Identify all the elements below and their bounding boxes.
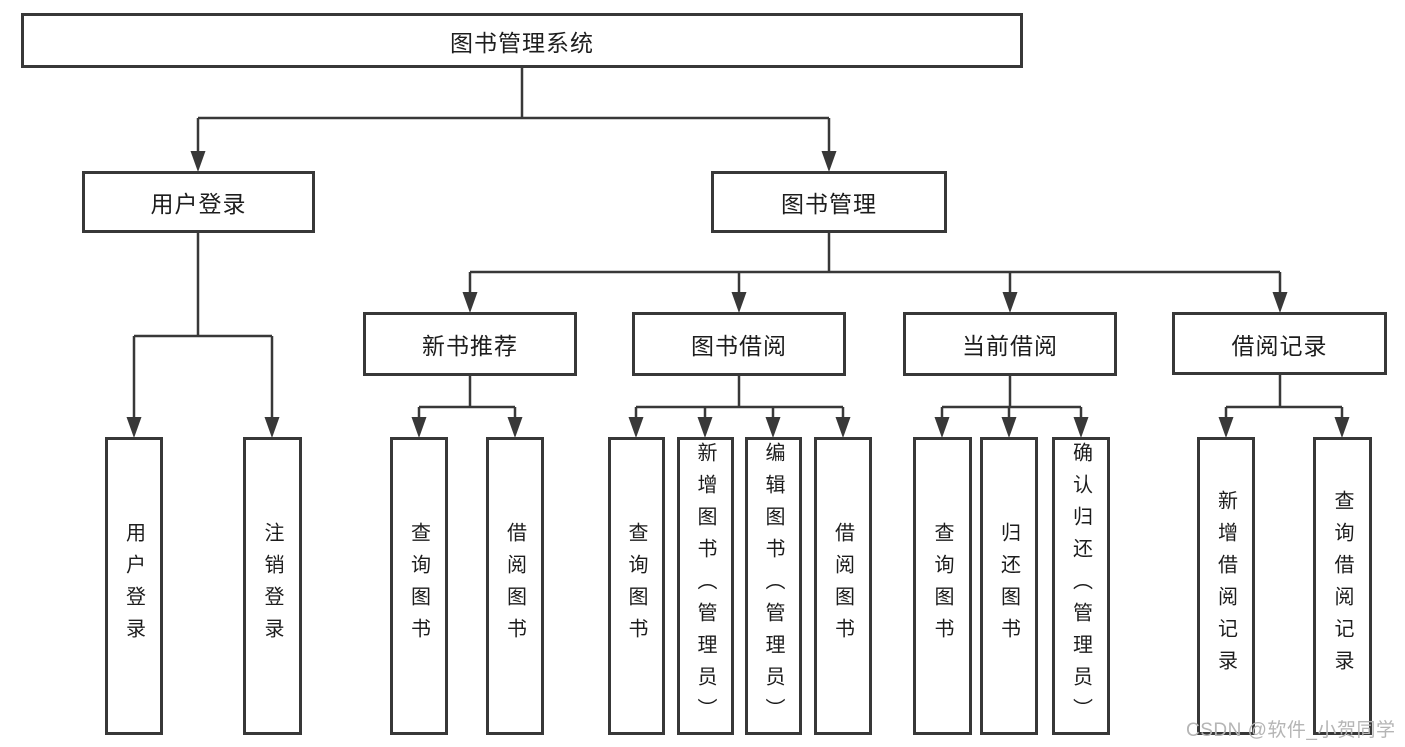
leaf-label: 编辑图书（管理员） bbox=[762, 442, 784, 730]
leaf-label: 归还图书 bbox=[997, 522, 1020, 650]
leaf-records-add-record: 新增借阅记录 bbox=[1197, 437, 1255, 735]
leaf-label: 确认归还（管理员） bbox=[1069, 442, 1092, 730]
node-current-borrow: 当前借阅 bbox=[903, 312, 1117, 376]
node-label: 图书管理系统 bbox=[450, 29, 594, 56]
node-book-management: 图书管理 bbox=[711, 171, 947, 233]
leaf-label: 借阅图书 bbox=[503, 522, 526, 650]
leaf-current-return-books: 归还图书 bbox=[980, 437, 1038, 735]
leaf-borrow-add-books-admin: 新增图书（管理员） bbox=[677, 437, 734, 735]
leaf-label: 借阅图书 bbox=[831, 522, 854, 650]
node-label: 图书管理 bbox=[781, 191, 877, 217]
leaf-label: 查询图书 bbox=[931, 522, 953, 650]
leaf-label: 用户登录 bbox=[122, 522, 145, 650]
leaf-newbooks-borrow-books: 借阅图书 bbox=[486, 437, 544, 735]
leaf-label: 查询图书 bbox=[407, 522, 430, 650]
leaf-label: 新增图书（管理员） bbox=[694, 442, 716, 730]
node-label: 借阅记录 bbox=[1231, 332, 1328, 359]
leaf-newbooks-query-books: 查询图书 bbox=[390, 437, 448, 735]
node-book-borrow: 图书借阅 bbox=[632, 312, 846, 376]
leaf-label: 查询借阅记录 bbox=[1331, 490, 1353, 682]
node-label: 用户登录 bbox=[150, 191, 247, 217]
node-label: 图书借阅 bbox=[691, 333, 787, 359]
node-root-system: 图书管理系统 bbox=[21, 13, 1023, 68]
leaf-borrow-edit-books-admin: 编辑图书（管理员） bbox=[745, 437, 802, 735]
node-new-book-recommend: 新书推荐 bbox=[363, 312, 577, 376]
leaf-label: 新增借阅记录 bbox=[1214, 490, 1237, 682]
node-label: 当前借阅 bbox=[962, 333, 1058, 359]
leaf-label: 注销登录 bbox=[261, 522, 283, 650]
leaf-borrow-borrow-books: 借阅图书 bbox=[814, 437, 872, 735]
csdn-watermark: CSDN @软件_小贺同学 bbox=[1186, 720, 1396, 741]
leaf-user-login: 用户登录 bbox=[105, 437, 163, 735]
leaf-borrow-query-books: 查询图书 bbox=[608, 437, 665, 735]
node-user-login: 用户登录 bbox=[82, 171, 315, 233]
leaf-records-query-record: 查询借阅记录 bbox=[1313, 437, 1372, 735]
leaf-logout: 注销登录 bbox=[243, 437, 302, 735]
node-label: 新书推荐 bbox=[422, 333, 518, 359]
leaf-current-confirm-return-admin: 确认归还（管理员） bbox=[1052, 437, 1110, 735]
leaf-label: 查询图书 bbox=[625, 522, 647, 650]
leaf-current-query-books: 查询图书 bbox=[913, 437, 972, 735]
node-borrow-records: 借阅记录 bbox=[1172, 312, 1387, 375]
